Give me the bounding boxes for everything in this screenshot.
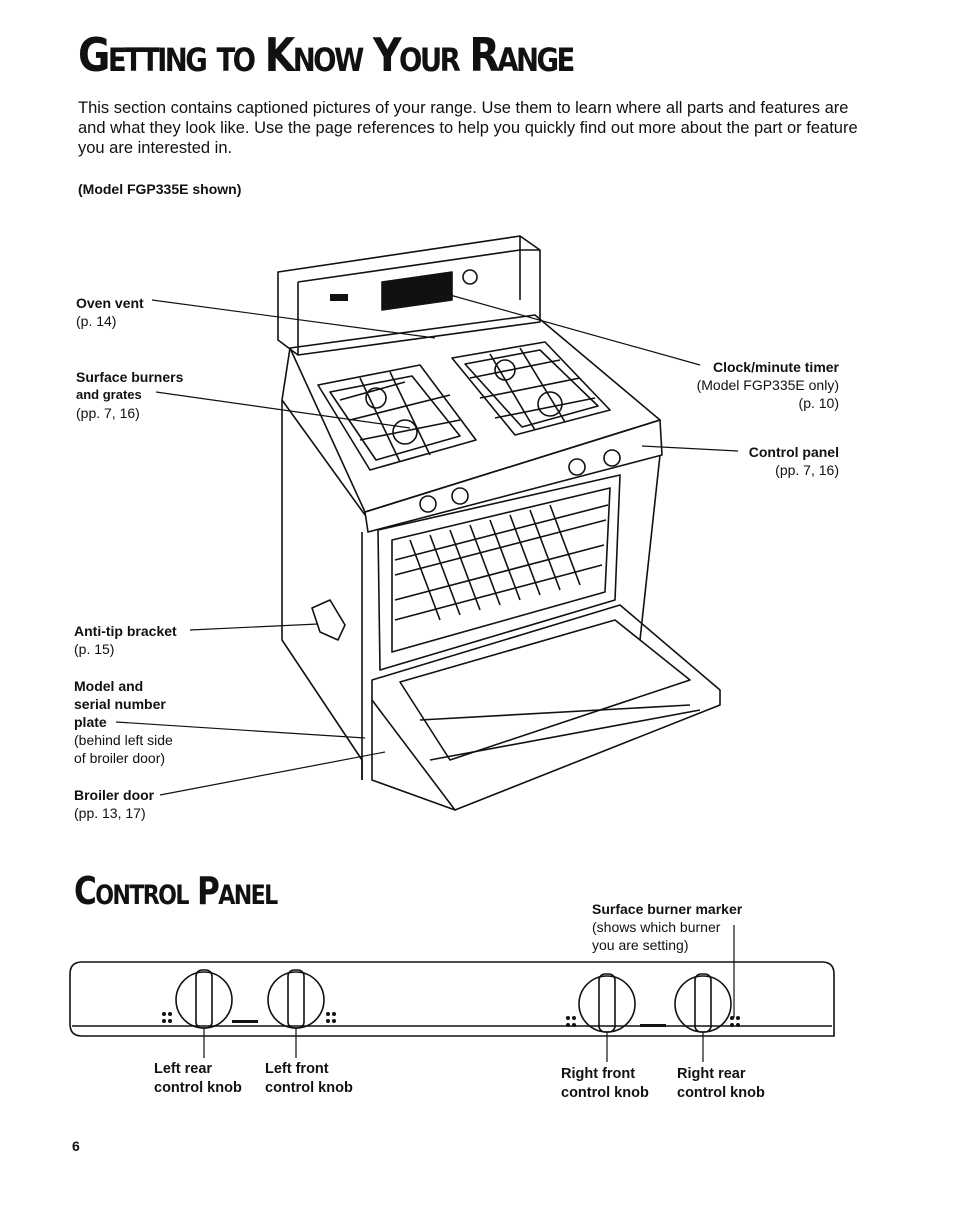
section-title-control-panel: Control Panel [74, 869, 278, 913]
callout-anti-tip-bracket: Anti-tip bracket(p. 15) [74, 623, 177, 657]
callout-broiler-door: Broiler door(pp. 13, 17) [74, 787, 155, 821]
callout-clock-timer: Clock/minute timer (Model FGP335E only) … [696, 359, 839, 411]
intro-paragraph: This section contains captioned pictures… [78, 99, 858, 157]
callout-burner-marker: Surface burner marker (shows which burne… [592, 901, 743, 953]
page-number: 6 [72, 1138, 80, 1154]
callout-surface-burners: Surface burners and grates (pp. 7, 16) [76, 369, 184, 421]
model-note: (Model FGP335E shown) [78, 181, 242, 197]
knob-left-rear [175, 969, 233, 1029]
page-title: Getting to Know Your Range [78, 28, 575, 82]
callout-oven-vent: Oven vent(p. 14) [76, 295, 144, 329]
callout-model-plate: Model and serial number plate (behind le… [74, 678, 173, 766]
callout-control-panel: Control panel (pp. 7, 16) [748, 444, 839, 478]
